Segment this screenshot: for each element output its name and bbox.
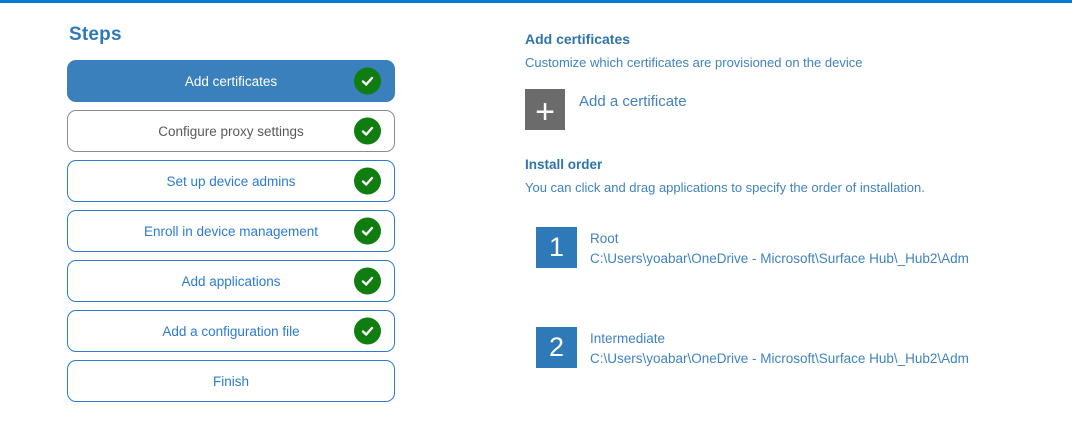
order-number-badge: 1 <box>536 227 577 268</box>
step-label: Add a configuration file <box>162 323 300 339</box>
step-label: Set up device admins <box>166 173 296 189</box>
step-label: Add applications <box>181 273 281 289</box>
step-label: Finish <box>212 373 249 389</box>
step-add-certificates[interactable]: Add certificates <box>67 60 395 102</box>
check-icon <box>354 317 381 345</box>
step-content-panel: Add certificates Customize which certifi… <box>525 26 1072 426</box>
certificate-name: Root <box>590 231 619 246</box>
certificate-path: C:\Users\yoabar\OneDrive - Microsoft\Sur… <box>590 351 969 366</box>
top-accent-line <box>0 0 1072 3</box>
check-icon <box>354 67 381 95</box>
certificate-path: C:\Users\yoabar\OneDrive - Microsoft\Sur… <box>590 251 969 266</box>
step-label: Add certificates <box>184 73 278 89</box>
add-certificate-button[interactable]: + Add a certificate <box>525 89 687 130</box>
order-item-text: Intermediate C:\Users\yoabar\OneDrive - … <box>590 327 969 369</box>
add-certificate-label: Add a certificate <box>579 93 687 110</box>
install-order-hint: You can click and drag applications to s… <box>525 180 925 195</box>
step-configure-proxy-settings[interactable]: Configure proxy settings <box>67 110 395 152</box>
plus-icon: + <box>525 89 565 130</box>
section-title: Add certificates <box>525 31 631 47</box>
check-icon <box>354 267 381 295</box>
order-number-badge: 2 <box>536 327 577 368</box>
step-finish[interactable]: Finish <box>67 360 395 402</box>
order-item-text: Root C:\Users\yoabar\OneDrive - Microsof… <box>590 227 969 269</box>
section-subtitle: Customize which certificates are provisi… <box>525 55 863 70</box>
install-order-item-root[interactable]: 1 Root C:\Users\yoabar\OneDrive - Micros… <box>536 227 969 269</box>
step-enroll-in-device-management[interactable]: Enroll in device management <box>67 210 395 252</box>
step-label: Enroll in device management <box>143 223 319 239</box>
step-add-applications[interactable]: Add applications <box>67 260 395 302</box>
install-order-title: Install order <box>525 157 603 172</box>
check-icon <box>354 217 381 245</box>
step-set-up-device-admins[interactable]: Set up device admins <box>67 160 395 202</box>
check-icon <box>354 167 381 195</box>
step-label: Configure proxy settings <box>158 123 304 139</box>
steps-title: Steps <box>69 24 122 45</box>
check-icon <box>354 117 381 145</box>
steps-sidebar: Steps Add certificates Configure proxy s… <box>67 24 395 410</box>
certificate-name: Intermediate <box>590 331 666 346</box>
step-add-a-configuration-file[interactable]: Add a configuration file <box>67 310 395 352</box>
install-order-item-intermediate[interactable]: 2 Intermediate C:\Users\yoabar\OneDrive … <box>536 327 969 369</box>
